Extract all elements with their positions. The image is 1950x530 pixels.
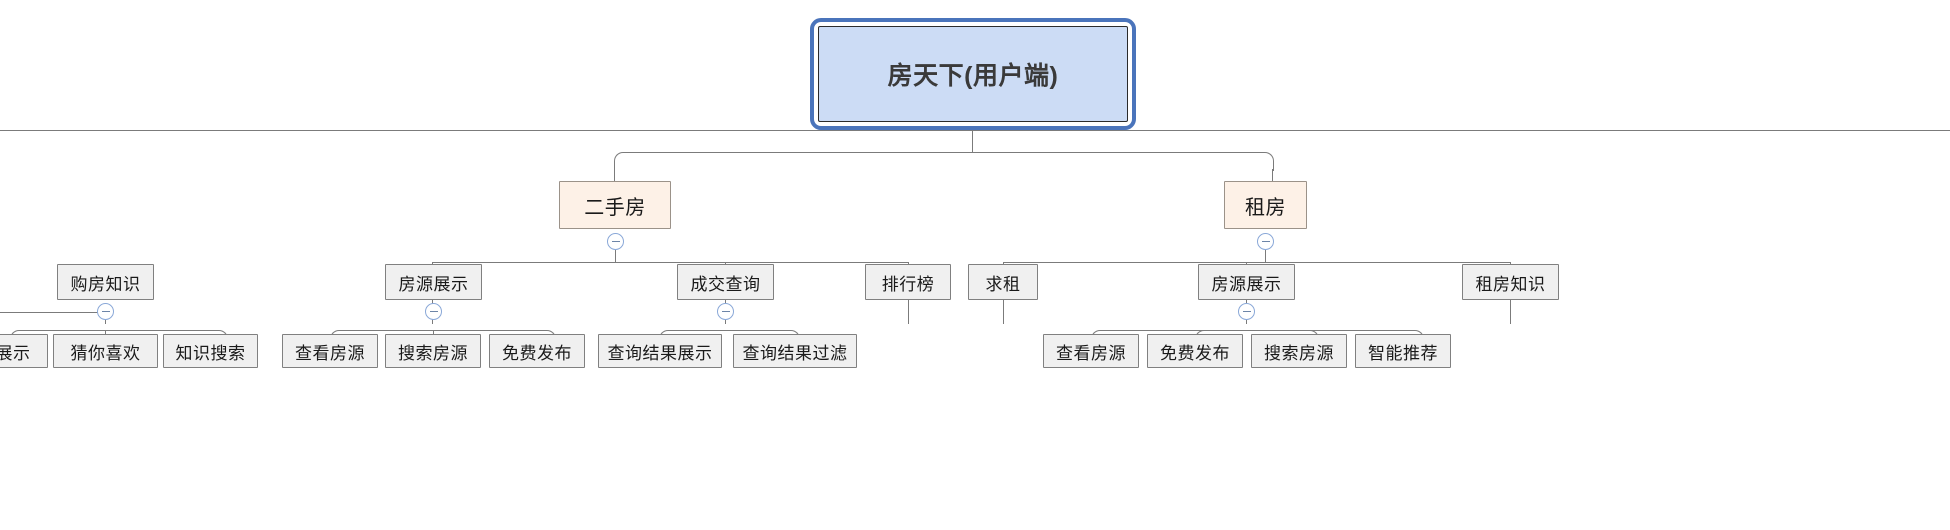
collapse-toggle-fangyuanzhanshi-1[interactable] — [425, 303, 442, 320]
connector-bus-fyzs1 — [340, 330, 538, 331]
connector-trunk — [0, 130, 1950, 131]
minus-icon — [101, 311, 110, 312]
leaf-chaxunjieguoguolv-label: 查询结果过滤 — [742, 343, 848, 363]
node-fangyuanzhanshi-1[interactable]: 房源展示 — [385, 264, 482, 300]
leaf-chakanfangyuan-2-label: 查看房源 — [1056, 343, 1126, 363]
connector-l2-b-v — [1272, 169, 1273, 182]
leaf-mianfeifabu-1[interactable]: 免费发布 — [489, 334, 585, 368]
leaf-chaxunjieguozhanshi[interactable]: 查询结果展示 — [598, 334, 722, 368]
connector-bus-offscreen — [0, 312, 105, 313]
node-fangyuanzhanshi-1-label: 房源展示 — [398, 274, 469, 294]
connector-root-stem — [972, 130, 973, 152]
leaf-chakanfangyuan-1[interactable]: 查看房源 — [282, 334, 378, 368]
minus-icon — [1261, 241, 1270, 242]
node-chengjiaochaxun[interactable]: 成交查询 — [677, 264, 774, 300]
leaf-zhishisousuo[interactable]: 知识搜索 — [163, 334, 258, 368]
connector-bus-zufang-drop — [1265, 250, 1266, 262]
collapse-toggle-ershoufang[interactable] — [607, 233, 624, 250]
node-root-label: 房天下(用户端) — [887, 62, 1059, 90]
minus-icon — [721, 311, 730, 312]
connector-bus-ershoufang — [432, 262, 909, 263]
node-zufang[interactable]: 租房 — [1224, 181, 1307, 229]
leaf-chakanfangyuan-1-label: 查看房源 — [295, 343, 365, 363]
minus-icon — [429, 311, 438, 312]
connector-bus-gouhangzhishi — [20, 330, 210, 331]
leaf-mianfeifabu-1-label: 免费发布 — [502, 343, 572, 363]
node-root[interactable]: 房天下(用户端) — [818, 26, 1128, 122]
node-gouhangzhishi-label: 购房知识 — [70, 274, 141, 294]
leaf-zhinengtuijian[interactable]: 智能推荐 — [1355, 334, 1451, 368]
node-paihangbang-label: 排行榜 — [881, 274, 935, 294]
leaf-chaxunjieguozhanshi-label: 查询结果展示 — [607, 343, 713, 363]
connector-l2-b-h — [972, 152, 1256, 153]
collapse-toggle-zufang[interactable] — [1257, 233, 1274, 250]
leaf-zhishisousuo-label: 知识搜索 — [175, 343, 246, 363]
minus-icon — [611, 241, 620, 242]
leaf-zhinengtuijian-label: 智能推荐 — [1368, 343, 1438, 363]
leaf-cainixihuan-label: 猜你喜欢 — [70, 343, 141, 363]
leaf-mianfeifabu-2-label: 免费发布 — [1160, 343, 1230, 363]
collapse-toggle-gouhangzhishi[interactable] — [97, 303, 114, 320]
leaf-sousuofangyuan-1[interactable]: 搜索房源 — [385, 334, 481, 368]
collapse-toggle-fangyuanzhanshi-2[interactable] — [1238, 303, 1255, 320]
node-gouhangzhishi[interactable]: 购房知识 — [57, 264, 154, 300]
collapse-toggle-chengjiaochaxun[interactable] — [717, 303, 734, 320]
node-paihangbang[interactable]: 排行榜 — [865, 264, 951, 300]
minus-icon — [1242, 311, 1251, 312]
connector-bus-cjcx — [669, 330, 782, 331]
leaf-chakanfangyuan-2[interactable]: 查看房源 — [1043, 334, 1139, 368]
leaf-mianfeifabu-2[interactable]: 免费发布 — [1147, 334, 1243, 368]
leaf-chaxunjieguoguolv[interactable]: 查询结果过滤 — [733, 334, 857, 368]
node-ershoufang-label: 二手房 — [584, 196, 646, 219]
node-fangyuanzhanshi-2[interactable]: 房源展示 — [1198, 264, 1295, 300]
leaf-sousuofangyuan-1-label: 搜索房源 — [398, 343, 468, 363]
connector-l2-a-h — [624, 152, 972, 153]
connector-l2-a-v — [614, 169, 615, 182]
node-zufang-label: 租房 — [1245, 196, 1286, 219]
node-qiuzu-label: 求租 — [985, 274, 1021, 294]
leaf-zhanshi[interactable]: 展示 — [0, 334, 48, 368]
connector-bus-ershoufang-drop — [615, 250, 616, 262]
node-qiuzu[interactable]: 求租 — [968, 264, 1038, 300]
node-fangyuanzhanshi-2-label: 房源展示 — [1211, 274, 1282, 294]
leaf-cainixihuan[interactable]: 猜你喜欢 — [53, 334, 158, 368]
connector-bus-fyzs2 — [1101, 330, 1406, 331]
node-zufangzhishi-label: 租房知识 — [1475, 274, 1546, 294]
node-chengjiaochaxun-label: 成交查询 — [690, 274, 761, 294]
connector-bus-zufang — [1003, 262, 1511, 263]
node-ershoufang[interactable]: 二手房 — [559, 181, 671, 229]
leaf-sousuofangyuan-2-label: 搜索房源 — [1264, 343, 1334, 363]
leaf-sousuofangyuan-2[interactable]: 搜索房源 — [1251, 334, 1347, 368]
node-zufangzhishi[interactable]: 租房知识 — [1462, 264, 1559, 300]
connector-l2-a-corner — [614, 152, 633, 171]
connector-l2-b-corner — [1255, 152, 1274, 171]
leaf-zhanshi-label: 展示 — [0, 343, 31, 363]
